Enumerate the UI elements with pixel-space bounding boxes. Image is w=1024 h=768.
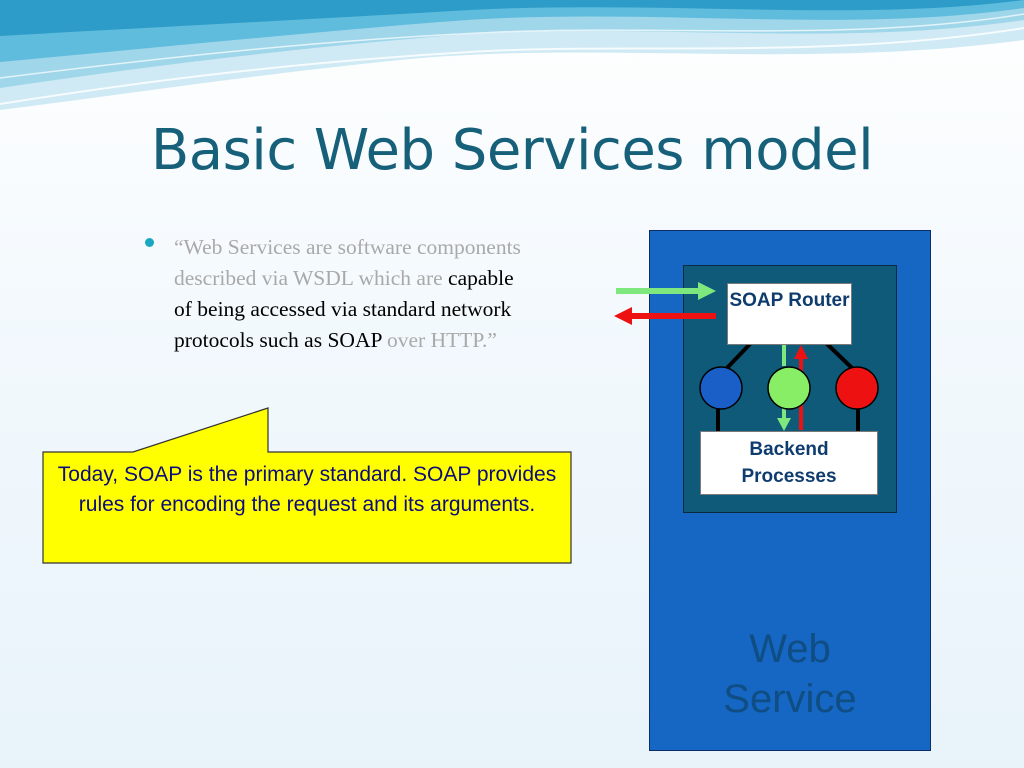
web-service-label: Web Service: [723, 627, 857, 721]
bullet-text-part-3: over HTTP.”: [381, 328, 497, 352]
bullet-point: “Web Services are software components de…: [145, 232, 535, 356]
bullet-text: “Web Services are software components de…: [174, 232, 535, 356]
node-green-circle: [767, 366, 811, 410]
response-arrow-icon: [614, 307, 716, 325]
slide-title: Basic Web Services model: [150, 118, 874, 183]
request-arrow-icon: [616, 282, 716, 300]
router-to-blue-line: [725, 341, 753, 370]
node-blue-circle: [699, 366, 743, 410]
bullet-text-part-1: “Web Services are software components de…: [174, 235, 521, 290]
router-to-red-line: [824, 341, 854, 370]
bullet-dot-icon: [145, 238, 154, 247]
decorative-waves: [0, 0, 1024, 110]
bullet-text-part-2: capable of being accessed via standard n…: [174, 266, 514, 352]
backend-processes-box: Backend Processes: [700, 431, 878, 495]
callout-text: Today, SOAP is the primary standard. SOA…: [57, 463, 557, 516]
node-red-circle: [835, 366, 879, 410]
soap-router-box: SOAP Router: [727, 283, 852, 345]
